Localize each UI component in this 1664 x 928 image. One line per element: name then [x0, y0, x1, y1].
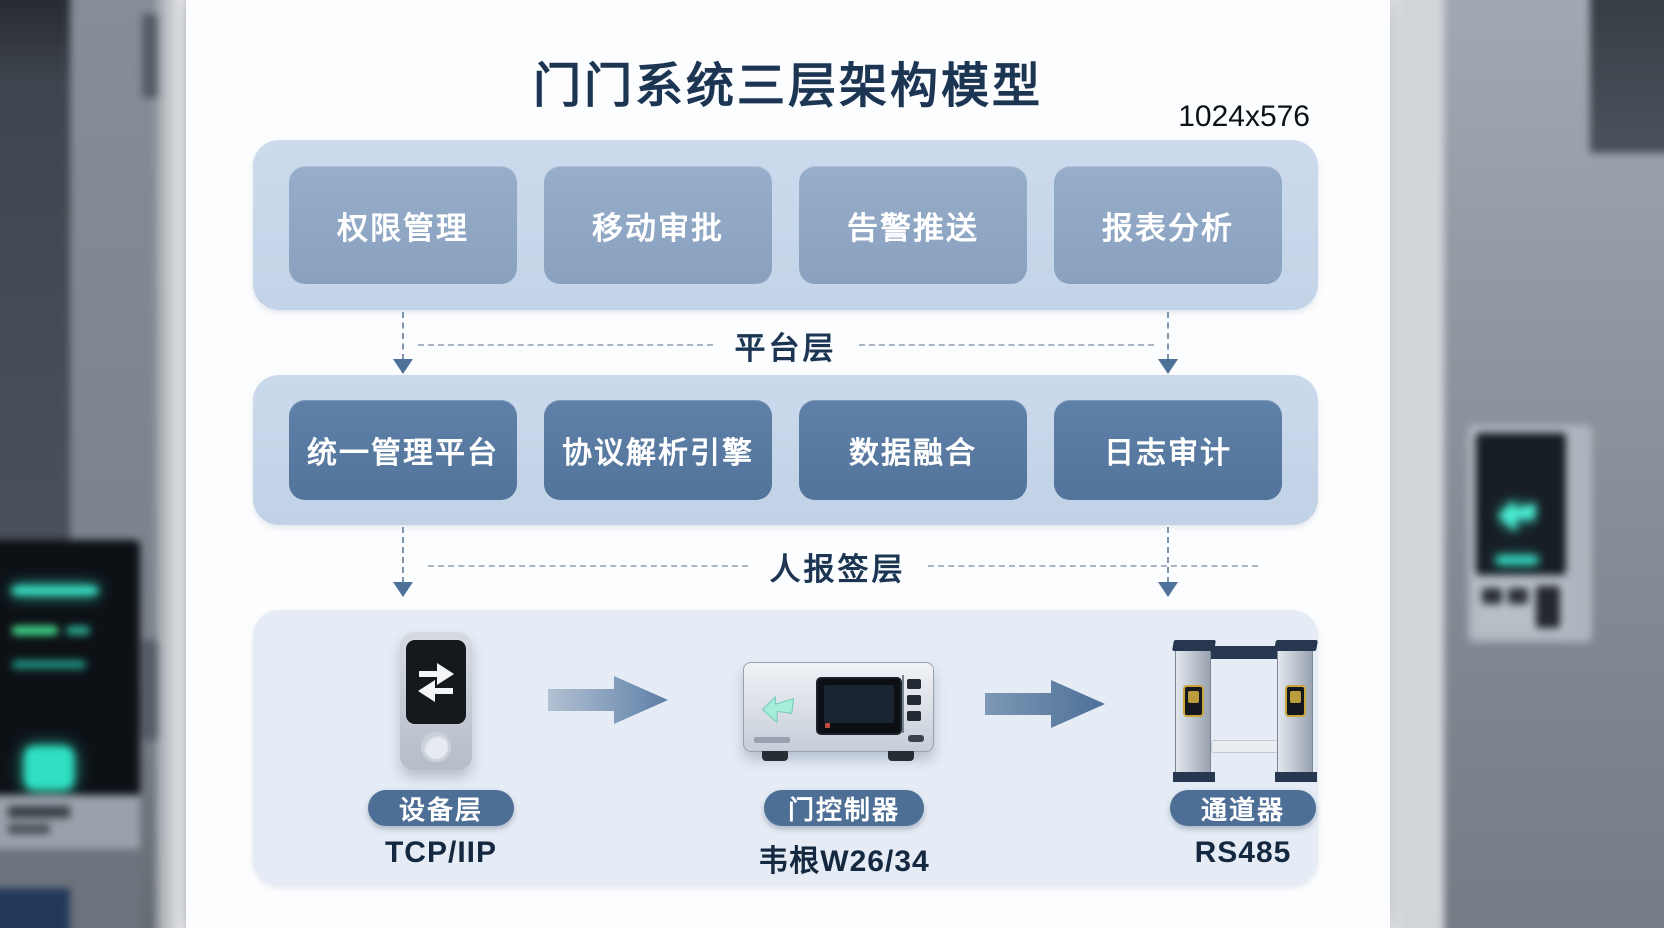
connector-dashed-line: [402, 312, 404, 360]
connector-dashed-line: [402, 527, 404, 583]
card-reader-screen: [1290, 691, 1301, 703]
controller-port: [908, 735, 924, 742]
screen-glow-line: [12, 626, 58, 635]
device-pill: 设备层: [368, 790, 514, 826]
phone-screen: [406, 640, 466, 724]
card-reader-screen: [1188, 691, 1199, 703]
screen-glow-line: [12, 660, 86, 669]
diagram-panel: 门门系统三层架构模型 1024x576 权限管理 移动审批 告警推送 报表分析 …: [186, 0, 1390, 928]
left-device-label-panel: [0, 795, 140, 849]
right-device-screen: [1476, 433, 1566, 575]
app-box-permission: 权限管理: [289, 166, 517, 284]
door-hinge-icon: [142, 14, 158, 98]
turnstile-top-bar: [1205, 646, 1283, 659]
turnstile-pillar-cap: [1274, 640, 1318, 651]
divider-dashed-line: [427, 565, 748, 567]
connector-dashed-line: [1167, 312, 1169, 360]
turnstile-pillar-base: [1275, 772, 1317, 782]
right-photo-dark-corner: [1590, 0, 1664, 153]
sync-arrows-icon: [418, 663, 454, 702]
connector-dashed-line: [1167, 527, 1169, 583]
resolution-label: 1024x576: [1178, 100, 1310, 133]
keypad-key: [1508, 588, 1528, 604]
controller-panel-divider: [902, 675, 904, 733]
left-door-frame-edge: [156, 0, 186, 928]
protocol-label: TCP/IIP: [384, 836, 497, 869]
right-background-photo: [1390, 0, 1664, 928]
controller-status-led: [825, 723, 830, 728]
controller-screen-display: [824, 685, 894, 723]
down-arrow-icon: [393, 359, 413, 374]
down-arrow-icon: [1158, 582, 1178, 597]
screen-glow-line: [12, 586, 98, 595]
divider-dashed-line: [417, 344, 713, 346]
device-layer-container: 设备层 门控制器 通道器 TCP/IIP 韦根W26/34 RS485: [253, 610, 1318, 885]
app-box-alarm-push: 告警推送: [799, 166, 1027, 284]
keypad-key: [1536, 586, 1560, 628]
down-arrow-icon: [393, 582, 413, 597]
device-pill: 通道器: [1170, 790, 1316, 826]
right-photo-blur-layer: [1390, 0, 1664, 928]
card-reader-icon: [1285, 685, 1306, 717]
controller-foot: [888, 751, 914, 761]
left-photo-corner: [0, 888, 70, 928]
down-arrow-icon: [1158, 359, 1178, 374]
divider-dashed-line: [858, 344, 1154, 346]
screen-glow-line: [1496, 556, 1538, 564]
app-box-mobile-approval: 移动审批: [544, 166, 772, 284]
controller-logo-icon: [758, 685, 800, 727]
divider-dashed-line: [927, 565, 1258, 567]
phone-home-button: [421, 732, 451, 762]
platform-layer-label: 平台层: [734, 330, 837, 366]
right-arrow-icon: [548, 676, 668, 724]
turnstile-pillar-base: [1173, 772, 1215, 782]
turnstile-pillar: [1172, 640, 1216, 782]
screen-glow-line: [66, 626, 90, 635]
application-layer-container: 权限管理 移动审批 告警推送 报表分析: [253, 140, 1318, 310]
turnstile-gate-icon: [1172, 636, 1318, 786]
page-title: 门门系统三层架构模型: [532, 60, 1043, 113]
label-mark: [8, 806, 70, 818]
device-indicator-icon: [24, 746, 74, 790]
turnstile-flap-bar: [1211, 740, 1279, 753]
platform-box-management: 统一管理平台: [289, 400, 517, 500]
controller-badge: [754, 737, 790, 743]
platform-box-protocol-engine: 协议解析引擎: [544, 400, 772, 500]
controller-foot: [762, 751, 788, 761]
label-mark: [8, 824, 50, 834]
access-layer-label: 人报签层: [769, 551, 906, 587]
smartphone-reader-icon: [400, 632, 472, 770]
door-controller-icon: [743, 662, 934, 761]
controller-button: [907, 679, 921, 689]
platform-divider: 平台层: [253, 325, 1318, 366]
left-photo-blur-layer: [0, 0, 186, 928]
protocol-label: 韦根W26/34: [758, 845, 930, 878]
door-hinge-icon: [142, 640, 158, 740]
left-background-photo: [0, 0, 186, 928]
turnstile-pillar: [1274, 640, 1318, 782]
platform-box-data-fusion: 数据融合: [799, 400, 1027, 500]
device-pill: 门控制器: [764, 790, 924, 826]
access-divider: 人报签层: [310, 546, 1375, 587]
right-door-frame-edge: [1390, 0, 1406, 928]
teal-arrow-icon: [1494, 488, 1540, 540]
right-arrow-icon: [985, 680, 1105, 728]
protocol-label: RS485: [1194, 836, 1292, 869]
right-door-light-strip: [1406, 0, 1444, 928]
keypad-key: [1482, 588, 1502, 604]
platform-layer-container: 统一管理平台 协议解析引擎 数据融合 日志审计: [253, 375, 1318, 525]
app-box-report: 报表分析: [1054, 166, 1282, 284]
controller-button: [907, 695, 921, 705]
card-reader-icon: [1183, 685, 1204, 717]
turnstile-pillar-cap: [1172, 640, 1216, 651]
platform-box-log-audit: 日志审计: [1054, 400, 1282, 500]
controller-screen: [816, 677, 902, 735]
controller-button: [907, 711, 921, 721]
